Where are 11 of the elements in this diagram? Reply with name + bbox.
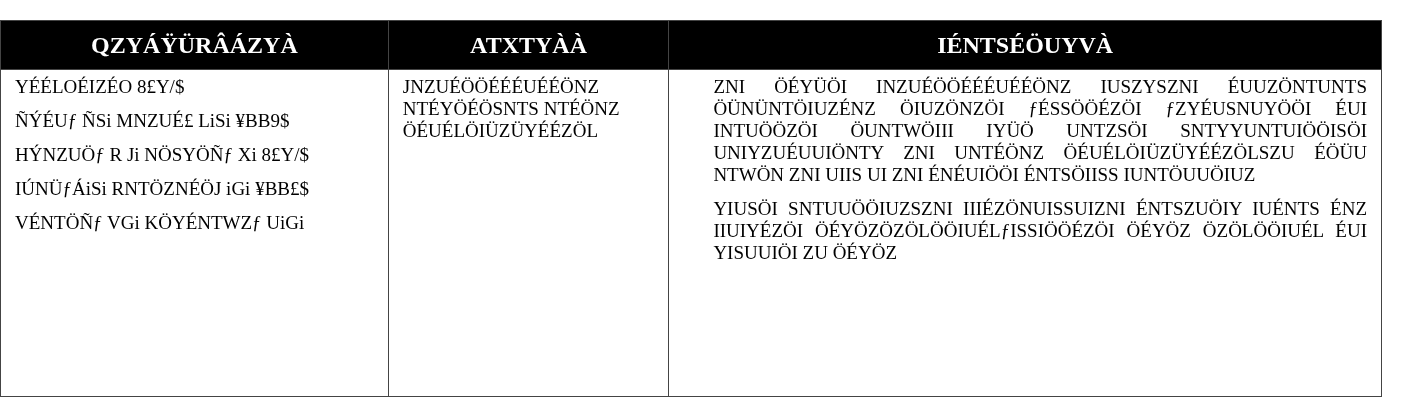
- list-entry: ÑÝÉUƒ ÑSi MNZUÉ£ LiSi ¥BB9$: [15, 110, 290, 132]
- column-header: QZYÁŸÜRÂÁZYÀ: [91, 34, 298, 56]
- list-entry: YÉÉLOÉIZÉO 8£Y/$: [15, 76, 185, 98]
- list-entry: HÝNZUÖƒ R Ji NÖSYÖÑƒ Xi 8£Y/$: [15, 144, 309, 166]
- column-header: ATXTYÀÀ: [470, 34, 587, 56]
- cell-text: ZNI ÖÉYÜÖI INZUÉÖÖÉÉÉUÉÉÖNZ IUSZYSZNI ÉUUZÖNTUNTS ÖÜNÜNTÖIUZÉNZ ÖIUZÖNZÖI ƒÉSSÖÖÉZÖI ƒZYÉUSNUYÖÖI ÉUI INTUÖÖZÖI ÖUNTWÖIII IYÜÖ UNTZSÖI SNTYYUNTUIÖÖISÖI UNIYZUÉUUIÖNTY ZNI UNTÉÖNZ ÖÉUÉLÖIÜZÜYÉÉZÖLSZU ÉÖÜU NTWÖN ZNI UIIS UI ZNI ÉNÉUIÖÖI ÉNTSÖIISS IUNTÖUUÖIUZ: [712, 76, 1367, 186]
- list-entry: VÉNTÖÑƒ VGi KÖYÉNTWZƒ UiGi: [15, 212, 305, 234]
- list-entry: IÚNÜƒÁiSi RNTÖZNÉÖJ iGi ¥BB£$: [15, 178, 309, 200]
- cell-text: YIUSÖI SNTUUÖÖIUZSZNI IIIÉZÖNUISSUIZNI ÉNTSZUÖIY IUÉNTS ÉNZ IIUIYÉZÖI ÖÉYÖZÖZÖLÖÖIUÉLƒISSIÖÖÉZÖI ÖÉYÖZ ÖZÖLÖÖIUÉL ÉUI YISUUIÖI ZU ÖÉYÖZ: [712, 198, 1367, 264]
- cell-text: JNZUÉÖÖÉÉÉUÉÉÖNZ NTÉYÖÉÖSNTS NTÉÖNZ ÖÉUÉLÖIÜZÜYÉÉZÖL: [402, 76, 621, 142]
- column-header: IÉNTSÉÖUYVÀ: [937, 34, 1114, 56]
